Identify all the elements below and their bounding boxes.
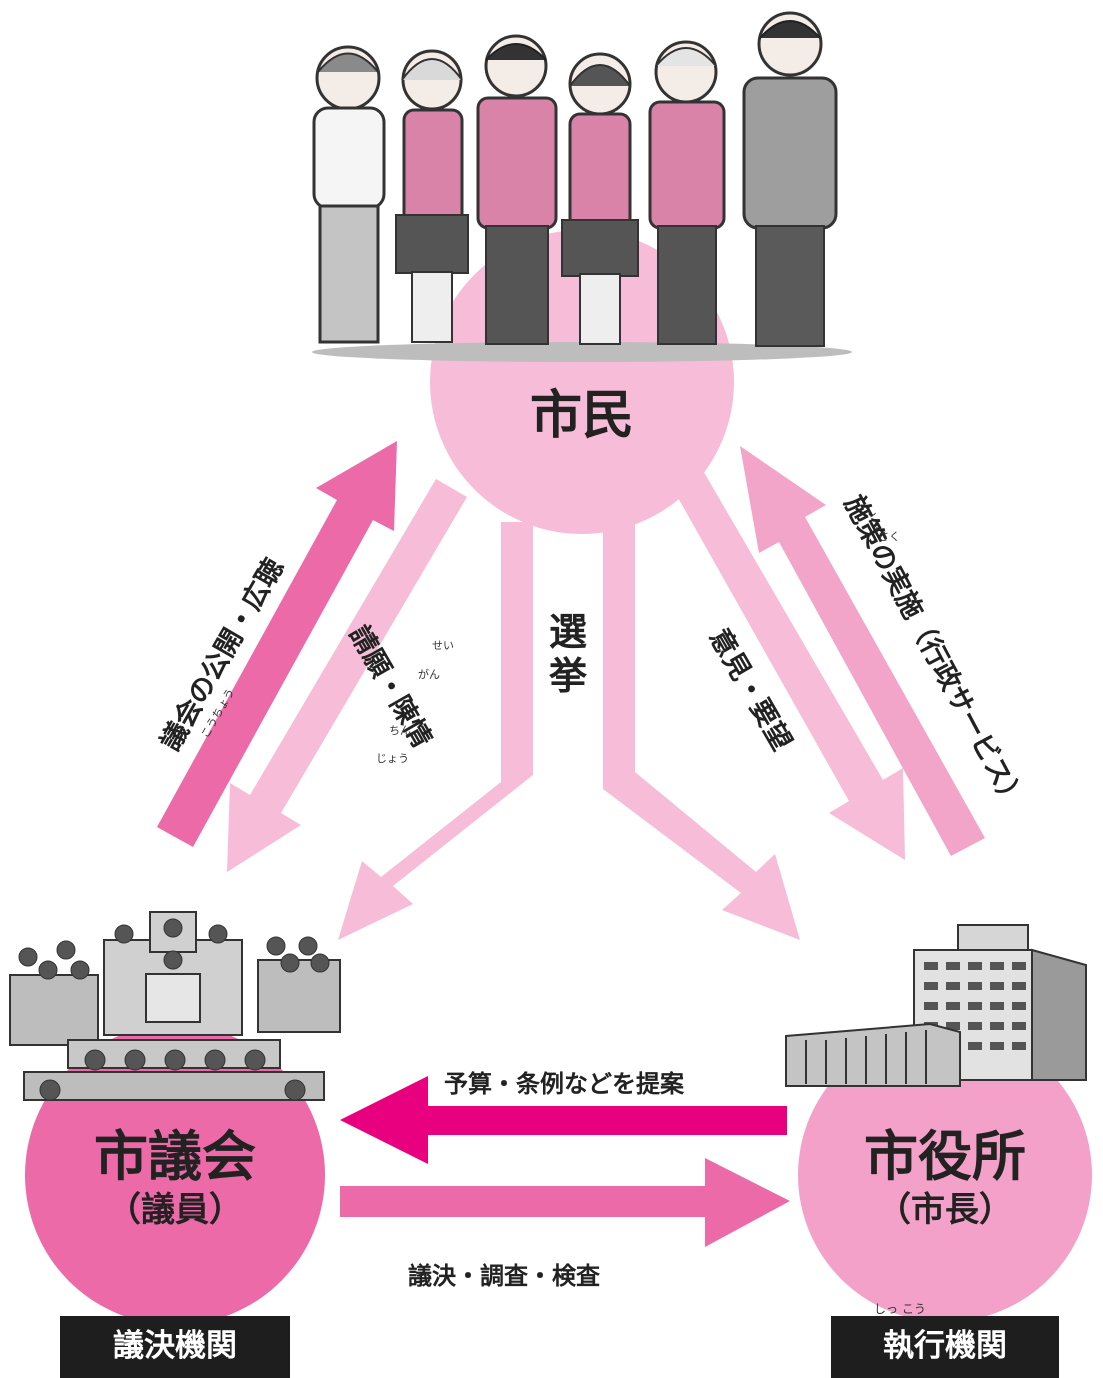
arrow-election-left [338, 522, 533, 940]
city-hall-circle [798, 1028, 1092, 1322]
ruby-saku: さく [878, 530, 900, 543]
ruby-shikko: しっ こう [874, 1302, 926, 1316]
council-chamber-illustration [9, 911, 341, 1101]
label-budget-proposal: 予算・条例などを提案 [444, 1070, 684, 1098]
person-student-4 [648, 40, 726, 345]
person-student-2 [476, 34, 558, 345]
role-box-council: 議決機関 [60, 1316, 290, 1378]
arrow-council-to-citizens [157, 441, 397, 847]
arrow-election-right [603, 522, 800, 940]
label-resolution: 議決・調査・検査 [408, 1262, 600, 1290]
person-student-3 [561, 52, 639, 345]
council-sublabel: （議員） [107, 1190, 243, 1230]
role-box-city-hall: 執行機関 [831, 1316, 1059, 1378]
ruby-jo: じょう [376, 752, 409, 765]
city-hall-sublabel: （市長） [877, 1190, 1013, 1230]
ruby-sei: せい [432, 639, 454, 652]
ruby-chin: ちん [389, 724, 411, 737]
citizens-illustration [312, 11, 852, 362]
ruby-gan: がん [418, 668, 440, 681]
citizens-label: 市民 [529, 386, 634, 446]
person-woman [312, 45, 386, 344]
council-label: 市議会 [94, 1125, 256, 1188]
city-hall-building-illustration [785, 924, 1087, 1087]
person-student-1 [395, 49, 469, 343]
arrow-citizens-to-hall-opinion [668, 462, 905, 860]
arrow-council-to-hall [340, 1158, 790, 1247]
ruby-shi: し [866, 505, 877, 518]
arrow-hall-to-council [340, 1076, 787, 1164]
label-election: 選挙 [548, 610, 587, 698]
city-hall-label: 市役所 [864, 1125, 1026, 1188]
arrow-hall-to-citizens [740, 446, 985, 856]
arrow-citizens-to-council-petition [227, 479, 467, 872]
person-man [742, 11, 838, 347]
